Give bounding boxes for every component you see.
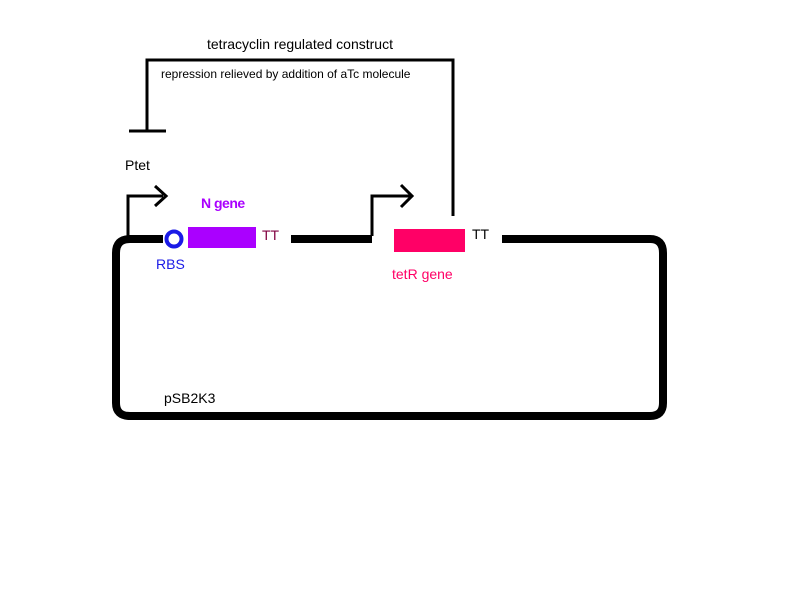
terminator2-label: TT — [472, 226, 490, 242]
tetr-promoter-arrow — [370, 194, 410, 236]
tetr-gene-label: tetR gene — [392, 266, 453, 282]
tetr-arrowhead-icon — [399, 183, 415, 209]
rbs-label: RBS — [156, 256, 185, 272]
rbs-circle — [164, 229, 184, 249]
diagram-title: tetracyclin regulated construct — [207, 36, 393, 52]
n-gene-box — [188, 227, 256, 248]
tetr-gene-box — [394, 229, 465, 252]
plasmid-backbone-left — [112, 235, 667, 420]
terminator1-label: TT — [262, 227, 280, 243]
plasmid-label: pSB2K3 — [164, 390, 216, 406]
promoter-label: Ptet — [125, 157, 150, 173]
ptet-promoter-arrow — [126, 194, 163, 236]
repression-line — [145, 58, 455, 216]
n-gene-label: N gene — [201, 195, 245, 211]
ptet-arrowhead-icon — [153, 184, 169, 208]
repression-note: repression relieved by addition of aTc m… — [161, 67, 411, 81]
